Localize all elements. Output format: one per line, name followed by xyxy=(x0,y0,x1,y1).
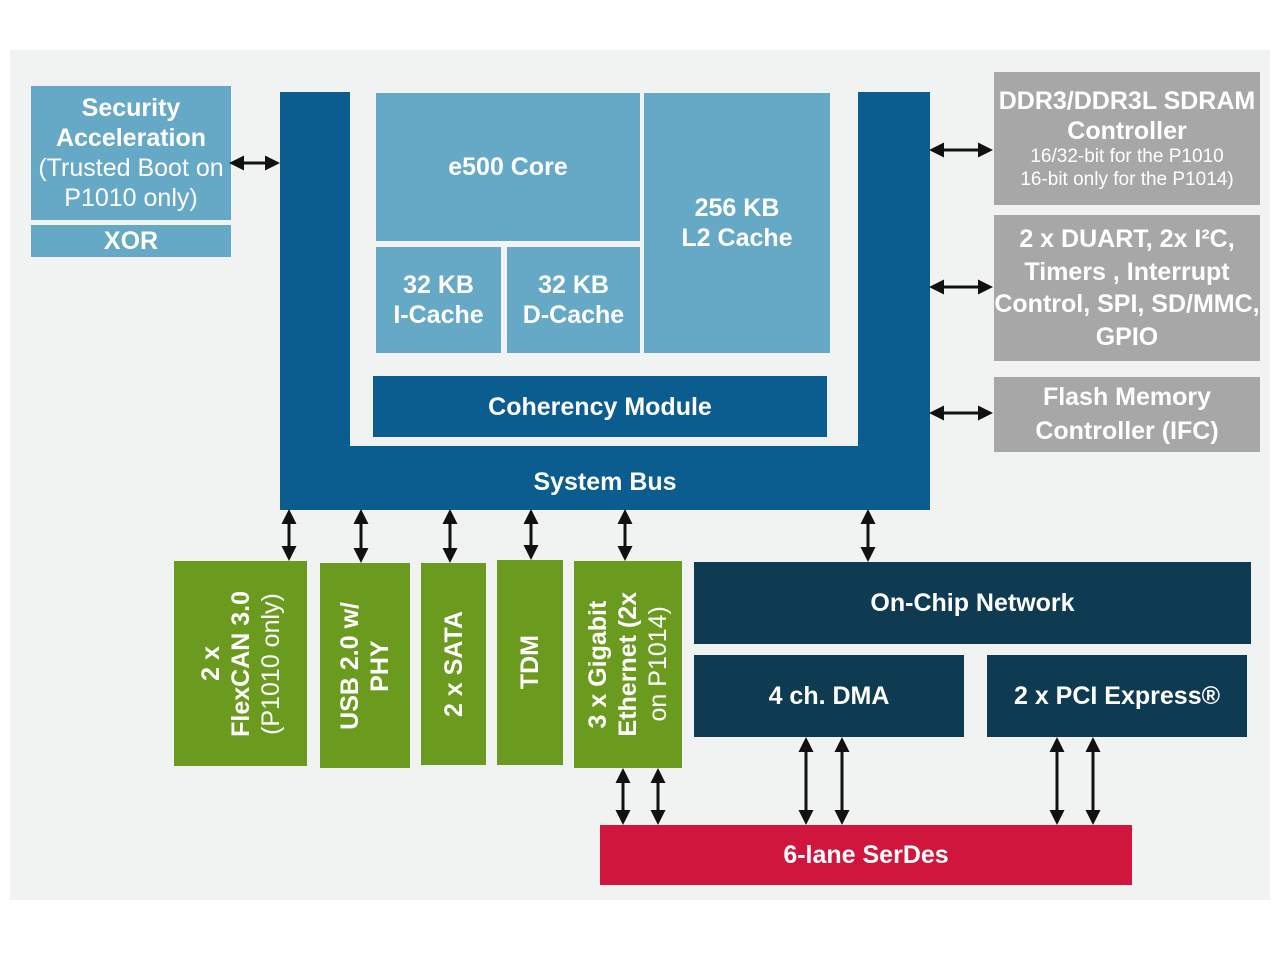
ethernet-block: 3 x Gigabit Ethernet (2x on P1014) xyxy=(574,561,682,768)
tdm-block: TDM xyxy=(497,560,563,765)
icache-block: 32 KB I-Cache xyxy=(376,247,501,353)
ddr-line: 16/32-bit for the P1010 xyxy=(1030,145,1224,167)
icache-size: 32 KB xyxy=(403,271,474,299)
l2-label: L2 Cache xyxy=(681,224,793,252)
system-bus: System Bus xyxy=(280,446,930,510)
flash-line: Flash Memory xyxy=(1042,382,1212,411)
peripherals-line: GPIO xyxy=(1095,322,1159,351)
sata-block: 2 x SATA xyxy=(421,563,486,765)
security-line: Acceleration xyxy=(55,124,207,152)
pci-express-block: 2 x PCI Express® xyxy=(987,655,1247,737)
flexcan-block: 2 x FlexCAN 3.0 (P1010 only) xyxy=(174,561,307,766)
security-line: (Trusted Boot on xyxy=(38,154,224,182)
l2-cache-block: 256 KB L2 Cache xyxy=(644,93,830,353)
serdes-block: 6-lane SerDes xyxy=(600,825,1132,885)
flash-controller-block: Flash Memory Controller (IFC) xyxy=(994,377,1260,452)
icache-label: I-Cache xyxy=(393,301,484,329)
on-chip-network-block: On-Chip Network xyxy=(694,562,1251,644)
dma-block: 4 ch. DMA xyxy=(694,655,964,737)
coherency-module-block: Coherency Module xyxy=(373,376,827,437)
system-bus-right xyxy=(858,92,930,510)
security-line: Security xyxy=(81,94,181,122)
usb-block: USB 2.0 w/ PHY xyxy=(320,563,410,768)
dcache-size: 32 KB xyxy=(538,271,609,299)
security-line: P1010 only) xyxy=(64,184,198,212)
xor-block: XOR xyxy=(31,225,231,257)
ddr-line: 16-bit only for the P1014) xyxy=(1020,168,1234,190)
dcache-label: D-Cache xyxy=(522,301,625,329)
ddr-line: DDR3/DDR3L SDRAM xyxy=(998,86,1256,115)
system-bus-left xyxy=(280,92,350,510)
l2-size: 256 KB xyxy=(694,194,780,222)
dcache-block: 32 KB D-Cache xyxy=(507,247,640,353)
peripherals-line: Control, SPI, SD/MMC, xyxy=(994,290,1260,318)
peripherals-line: Timers , Interrupt xyxy=(1024,257,1230,286)
ddr-line: Controller xyxy=(1067,116,1187,145)
security-acceleration-block: Security Acceleration (Trusted Boot on P… xyxy=(31,86,231,220)
peripherals-block: 2 x DUART, 2x I²C, Timers , Interrupt Co… xyxy=(994,215,1260,361)
ddr-controller-block: DDR3/DDR3L SDRAM Controller 16/32-bit fo… xyxy=(994,72,1260,205)
e500-core-block: e500 Core xyxy=(376,93,640,241)
peripherals-line: 2 x DUART, 2x I²C, xyxy=(1019,225,1235,253)
flash-line: Controller (IFC) xyxy=(1035,416,1219,445)
